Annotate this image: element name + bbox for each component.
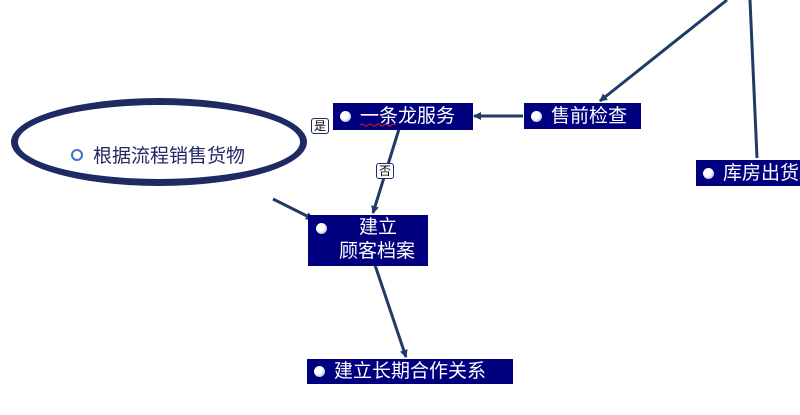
line-top-to-warehouse [748, 0, 759, 159]
node-long-term-label: 建立长期合作关系 [334, 360, 487, 382]
node-customer-file-label-line2: 顾客档案 [339, 240, 416, 262]
node-long-term[interactable]: 建立长期合作关系 [307, 359, 513, 384]
arrow-top-to-presale-check [599, 0, 728, 103]
node-warehouse-out-label: 库房出货 [723, 162, 800, 184]
node-warehouse-out[interactable]: 库房出货 [696, 160, 800, 186]
arrow-customer-file-to-long-term [373, 264, 408, 358]
node-presale-check-label: 售前检查 [551, 105, 628, 127]
bullet-icon [340, 111, 351, 122]
spellcheck-squiggle-icon [360, 123, 396, 127]
node-one-stop-service[interactable]: 一条龙服务 [333, 103, 473, 130]
ring-bullet-icon [71, 149, 83, 161]
bullet-icon [314, 366, 325, 377]
node-customer-file-label-line1: 建立 [359, 216, 398, 238]
bullet-icon [703, 168, 714, 179]
node-one-stop-service-label: 一条龙服务 [360, 105, 456, 127]
node-presale-check[interactable]: 售前检查 [524, 103, 641, 129]
arrow-sales-to-customer-file [272, 197, 314, 221]
bullet-icon [531, 111, 542, 122]
bullet-icon [316, 223, 327, 234]
node-sales-process[interactable]: 根据流程销售货物 [11, 98, 307, 186]
node-sales-process-label: 根据流程销售货物 [93, 145, 246, 167]
edge-label-no: 否 [376, 163, 395, 179]
node-customer-file[interactable]: 建立 顾客档案 [308, 215, 428, 266]
edge-label-yes: 是 [311, 118, 330, 134]
